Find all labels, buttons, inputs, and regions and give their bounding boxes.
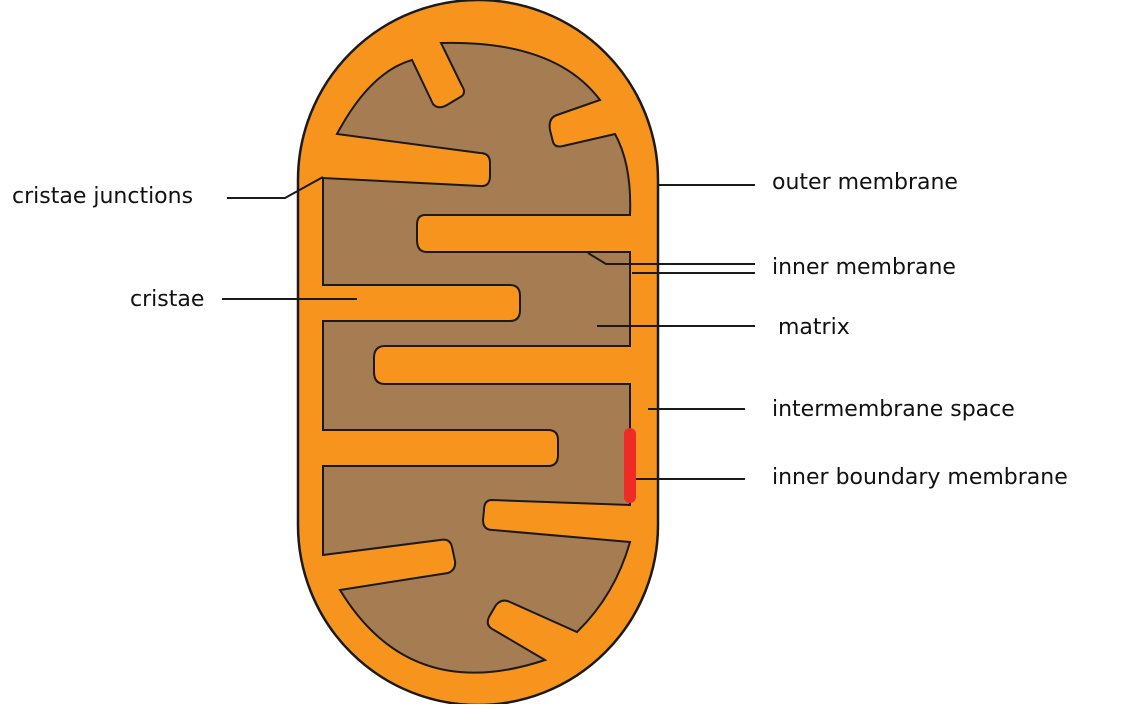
matrix-label: matrix bbox=[778, 317, 850, 339]
cristae-junctions-label: cristae junctions bbox=[12, 186, 193, 208]
inner-boundary-membrane-label: inner boundary membrane bbox=[772, 467, 1068, 489]
intermembrane-space-label: intermembrane space bbox=[772, 399, 1015, 421]
outer-membrane-label: outer membrane bbox=[772, 172, 958, 194]
inner-boundary-membrane-highlight bbox=[624, 428, 636, 503]
inner-membrane-label: inner membrane bbox=[772, 257, 956, 279]
cristae-label: cristae bbox=[130, 289, 204, 311]
